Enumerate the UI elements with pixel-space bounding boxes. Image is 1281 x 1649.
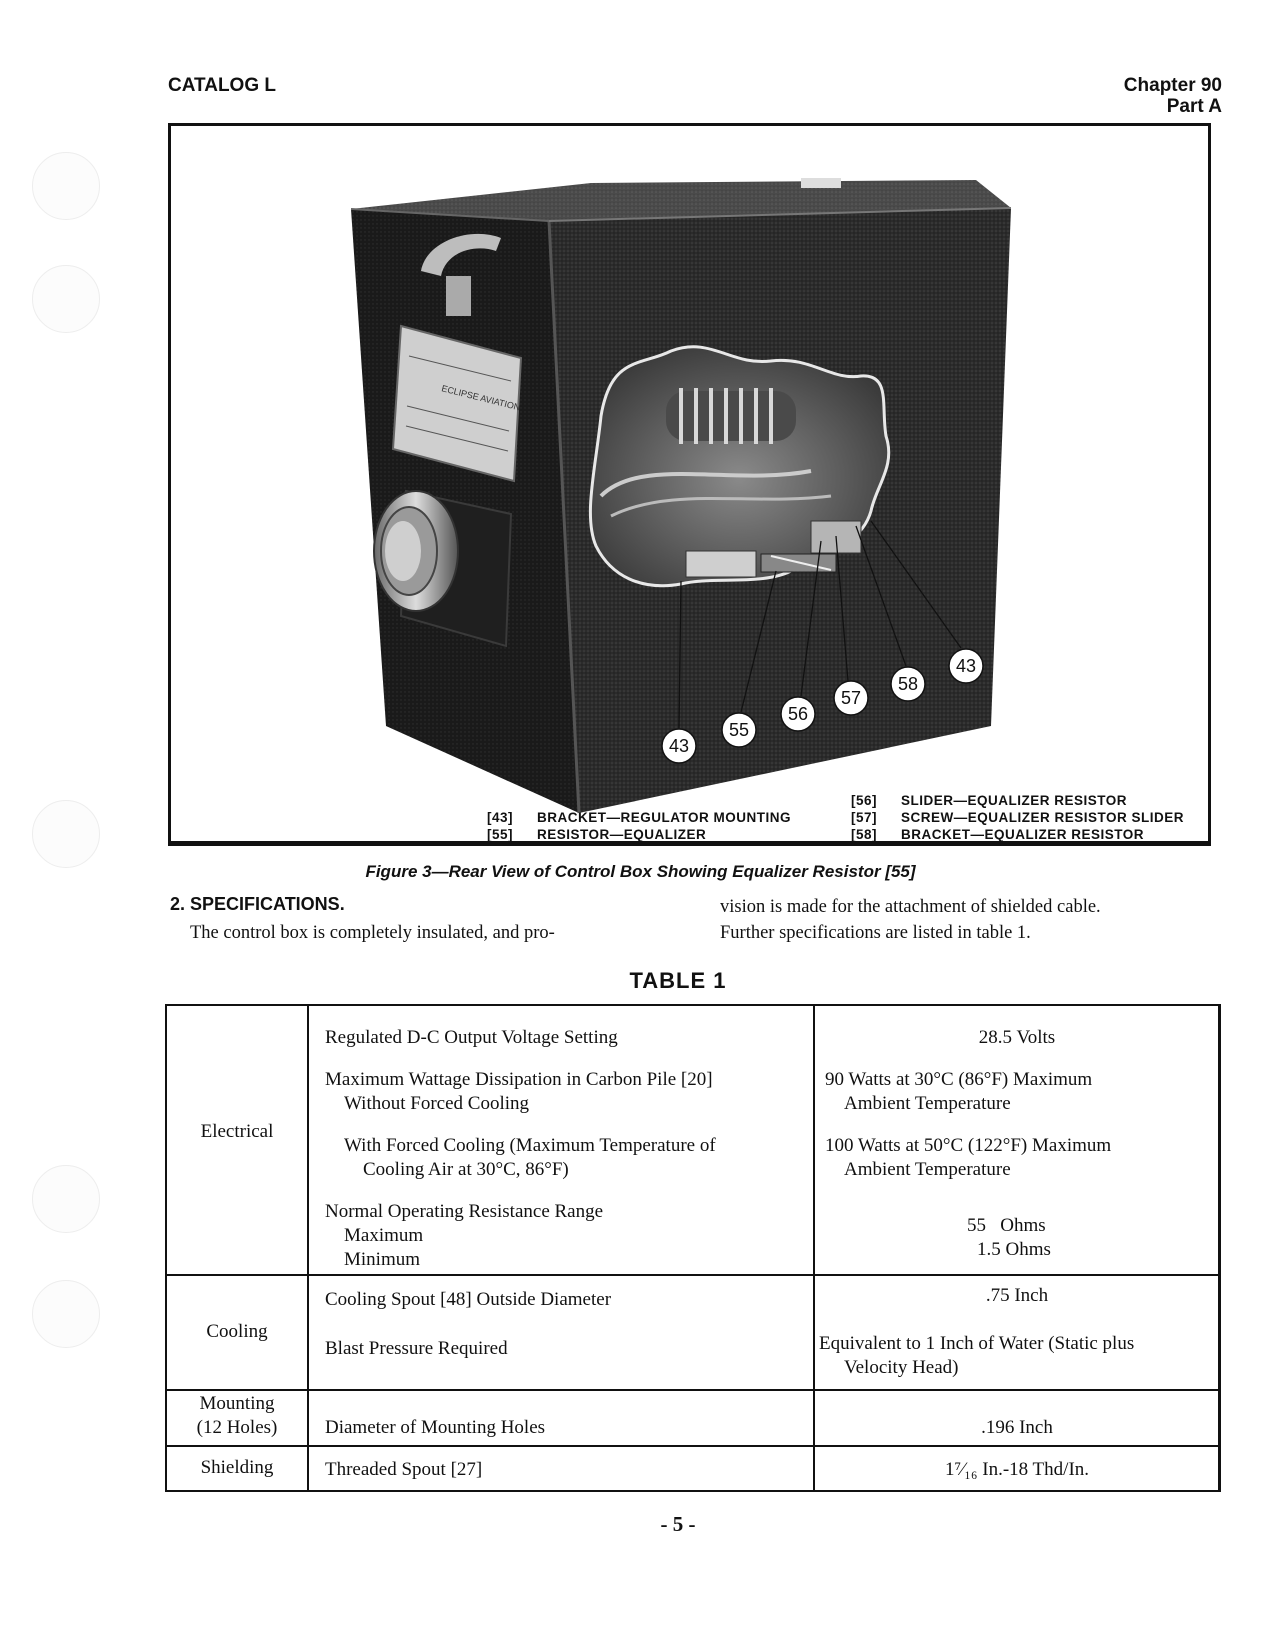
- carbon-pile: [666, 388, 796, 444]
- svg-text:55: 55: [729, 720, 749, 740]
- row-value: 1.5 Ohms: [977, 1239, 1051, 1260]
- row-label: Without Forced Cooling: [344, 1093, 529, 1114]
- figure-frame: ECLIPSE AVIATION: [168, 123, 1211, 846]
- row-label: Cooling Air at 30°C, 86°F): [363, 1159, 569, 1180]
- svg-text:43: 43: [956, 656, 976, 676]
- row-label: Blast Pressure Required: [325, 1338, 508, 1359]
- legend-item: [56]SLIDER—EQUALIZER RESISTOR: [851, 793, 1128, 808]
- legend-item: [55]RESISTOR—EQUALIZER: [487, 827, 707, 842]
- chapter-label: Chapter 90: [1123, 75, 1222, 96]
- row-label: Normal Operating Resistance Range: [325, 1201, 604, 1222]
- callout-56: 56: [780, 696, 816, 732]
- specs-right-line-2: Further specifications are listed in tab…: [720, 923, 1031, 943]
- row-value: 55 Ohms: [967, 1215, 1046, 1236]
- specs-left-text: The control box is completely insulated,…: [190, 923, 555, 943]
- row-value: 100 Watts at 50°C (122°F) Maximum: [825, 1135, 1112, 1156]
- row-value: 28.5 Volts: [978, 1027, 1056, 1048]
- section-heading: 2. SPECIFICATIONS.: [170, 894, 345, 914]
- callout-57: 57: [833, 680, 869, 716]
- row-label: Cooling Spout [48] Outside Diameter: [325, 1289, 612, 1310]
- callout-58: 58: [890, 666, 926, 702]
- group-mounting-line: (12 Holes): [196, 1417, 278, 1438]
- specifications-table: Electrical Cooling Mounting (12 Holes) S…: [165, 1004, 1221, 1492]
- legend-right: [56]SLIDER—EQUALIZER RESISTOR [57]SCREW—…: [851, 792, 1185, 842]
- table-title: TABLE 1: [629, 968, 727, 993]
- svg-text:56: 56: [788, 704, 808, 724]
- figure-caption: Figure 3—Rear View of Control Box Showin…: [365, 862, 916, 881]
- row-label: Diameter of Mounting Holes: [325, 1417, 546, 1438]
- callout-43-right: 43: [948, 648, 984, 684]
- row-label: Regulated D-C Output Voltage Setting: [325, 1027, 618, 1048]
- row-label: Maximum Wattage Dissipation in Carbon Pi…: [325, 1069, 713, 1090]
- nameplate: ECLIPSE AVIATION: [391, 324, 523, 483]
- binder-hole-2: [32, 265, 100, 333]
- callout-55: 55: [721, 712, 757, 748]
- row-value: .196 Inch: [981, 1417, 1053, 1438]
- group-mounting-line: Mounting: [199, 1393, 275, 1414]
- row-label: Maximum: [344, 1225, 424, 1246]
- svg-text:58: 58: [898, 674, 918, 694]
- svg-text:43: 43: [669, 736, 689, 756]
- legend-item: [58]BRACKET—EQUALIZER RESISTOR: [851, 827, 1145, 842]
- group-mounting: Mounting (12 Holes): [167, 1392, 307, 1440]
- row-value: Equivalent to 1 Inch of Water (Static pl…: [819, 1333, 1135, 1354]
- callout-43-left: 43: [661, 728, 697, 764]
- binder-hole-3: [32, 800, 100, 868]
- page-number: - 5 -: [660, 1512, 696, 1536]
- row-value: 90 Watts at 30°C (86°F) Maximum: [825, 1069, 1093, 1090]
- part-label: Part A: [1166, 96, 1222, 117]
- row-value: 1⁷⁄₁₆ In.-18 Thd/In.: [944, 1459, 1090, 1480]
- legend-left: [43]BRACKET—REGULATOR MOUNTING [55]RESIS…: [487, 809, 791, 842]
- legend-item: [43]BRACKET—REGULATOR MOUNTING: [487, 810, 791, 825]
- binder-hole-4: [32, 1165, 100, 1233]
- control-box-photo: ECLIPSE AVIATION: [350, 178, 1012, 814]
- binder-hole-5: [32, 1280, 100, 1348]
- legend-item: [57]SCREW—EQUALIZER RESISTOR SLIDER: [851, 810, 1185, 825]
- threaded-connector: [373, 490, 459, 612]
- group-shielding: Shielding: [200, 1457, 274, 1478]
- binder-hole-1: [32, 152, 100, 220]
- row-label: Minimum: [344, 1249, 421, 1270]
- row-value: Ambient Temperature: [844, 1093, 1011, 1114]
- row-label: With Forced Cooling (Maximum Temperature…: [344, 1135, 716, 1156]
- row-label: Threaded Spout [27]: [325, 1459, 483, 1480]
- row-value: Ambient Temperature: [844, 1159, 1011, 1180]
- specs-right-line-1: vision is made for the attachment of shi…: [720, 897, 1101, 917]
- catalog-label: CATALOG L: [168, 75, 276, 96]
- box-top-face: [351, 180, 1011, 221]
- group-cooling: Cooling: [206, 1321, 268, 1342]
- group-electrical: Electrical: [200, 1121, 274, 1142]
- svg-text:57: 57: [841, 688, 861, 708]
- callout-layer: 43 55 56 57 58 43: [661, 648, 984, 764]
- row-value: .75 Inch: [985, 1285, 1049, 1306]
- row-value: Velocity Head): [844, 1357, 959, 1378]
